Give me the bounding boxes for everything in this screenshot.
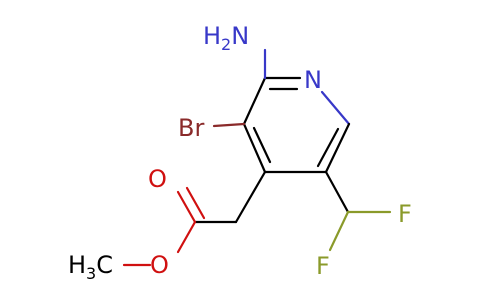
- bond-n1-c6: [320, 90, 351, 126]
- bond-c3-c2: [242, 76, 267, 126]
- fluorine-bottom-label: F: [316, 252, 330, 280]
- bond-c4-c3: [242, 122, 267, 174]
- bond-carbonyl-o-b: [185, 186, 206, 220]
- substituents: [122, 48, 392, 267]
- bond-c6-c5-inner: [316, 127, 340, 168]
- bond-chf2-f-bottom: [328, 210, 350, 252]
- fluorine-top-label: F: [398, 200, 412, 228]
- bond-c3-br: [212, 122, 246, 128]
- ring-nitrogen-label: N: [304, 66, 322, 94]
- bromine-label: Br: [178, 114, 204, 142]
- bond-c5-chf2: [324, 170, 350, 214]
- bond-c4-ch2: [234, 170, 267, 224]
- ester-oxygen-label: O: [150, 251, 169, 279]
- amine-label: H2N: [203, 22, 249, 54]
- carbonyl-oxygen-label: O: [148, 165, 167, 193]
- atom-labels: H2N N Br O O H3C F F: [68, 22, 412, 283]
- bond-carbonyl-oester: [176, 220, 197, 254]
- bond-c4-c3-inner: [252, 126, 272, 164]
- pyridine-ring: [242, 76, 351, 174]
- bond-c6-c5: [324, 122, 351, 174]
- bond-carbonyl-o-a: [176, 190, 197, 224]
- methyl-label: H3C: [68, 251, 113, 283]
